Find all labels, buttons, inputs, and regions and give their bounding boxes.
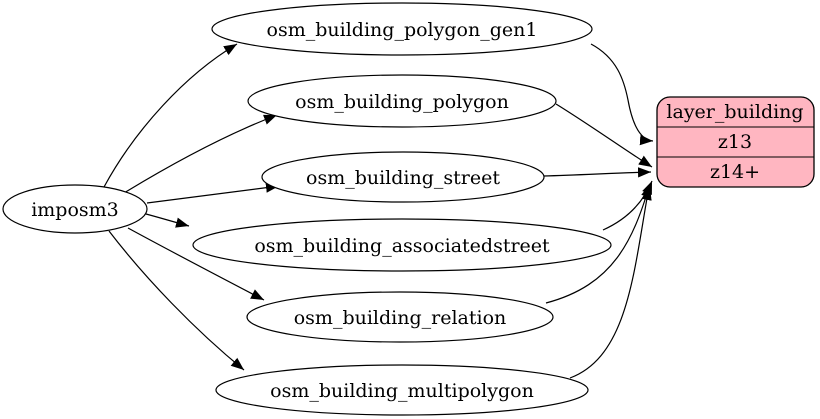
imposm3-ellipse [2, 184, 148, 234]
osm_building_relation-ellipse [246, 291, 554, 343]
node-imposm3: imposm3 [2, 184, 148, 234]
osm_building_polygon-ellipse [247, 74, 557, 128]
node-layer_building: layer_building z13 z14+ [656, 96, 815, 188]
osm_building_multipolygon-label: osm_building_multipolygon [270, 380, 534, 402]
osm_building_multipolygon-ellipse [215, 364, 589, 416]
edge-osm_building_street-to-z14 [543, 167, 652, 178]
edge-osm_building_polygon-to-z14 [555, 103, 653, 168]
edges-to-layer [543, 43, 654, 379]
node-osm_building_multipolygon: osm_building_multipolygon [215, 364, 589, 416]
osm_building_polygon_gen1-label: osm_building_polygon_gen1 [267, 19, 538, 41]
node-osm_building_polygon: osm_building_polygon [247, 74, 557, 128]
node-osm_building_street: osm_building_street [261, 151, 545, 203]
edge-imposm3-to-osm_building_relation [127, 227, 265, 301]
layer_building-box [656, 96, 815, 188]
edges-from-source [103, 43, 280, 371]
edge-osm_building_polygon_gen1-to-z13 [590, 43, 654, 146]
node-osm_building_polygon_gen1: osm_building_polygon_gen1 [211, 2, 593, 56]
osm_building_street-label: osm_building_street [306, 167, 500, 189]
osm_building_relation-label: osm_building_relation [294, 307, 507, 329]
edge-imposm3-to-osm_building_multipolygon [108, 230, 245, 371]
edge-imposm3-to-osm_building_street [146, 182, 280, 204]
edge-imposm3-to-osm_building_polygon [123, 114, 278, 194]
node-osm_building_associatedstreet: osm_building_associatedstreet [192, 218, 612, 272]
osm_building_polygon_gen1-ellipse [211, 2, 593, 56]
osm_building_polygon-label: osm_building_polygon [295, 91, 509, 113]
imposm3-label: imposm3 [31, 199, 119, 221]
layer_building-row-z13: z13 [718, 131, 752, 153]
edge-osm_building_associatedstreet-to-z14 [602, 180, 653, 231]
osm_building_associatedstreet-label: osm_building_associatedstreet [254, 235, 550, 257]
edge-imposm3-to-osm_building_associatedstreet [145, 213, 190, 228]
osm_building_street-ellipse [261, 151, 545, 203]
layer_building-title: layer_building [666, 101, 803, 123]
edge-imposm3-to-osm_building_polygon_gen1 [103, 43, 238, 188]
layer_building-row-z14: z14+ [710, 161, 760, 183]
edge-osm_building_multipolygon-to-z14 [569, 186, 652, 379]
edge-osm_building_relation-to-z14 [545, 183, 652, 304]
osm_building_associatedstreet-ellipse [192, 218, 612, 272]
node-osm_building_relation: osm_building_relation [246, 291, 554, 343]
